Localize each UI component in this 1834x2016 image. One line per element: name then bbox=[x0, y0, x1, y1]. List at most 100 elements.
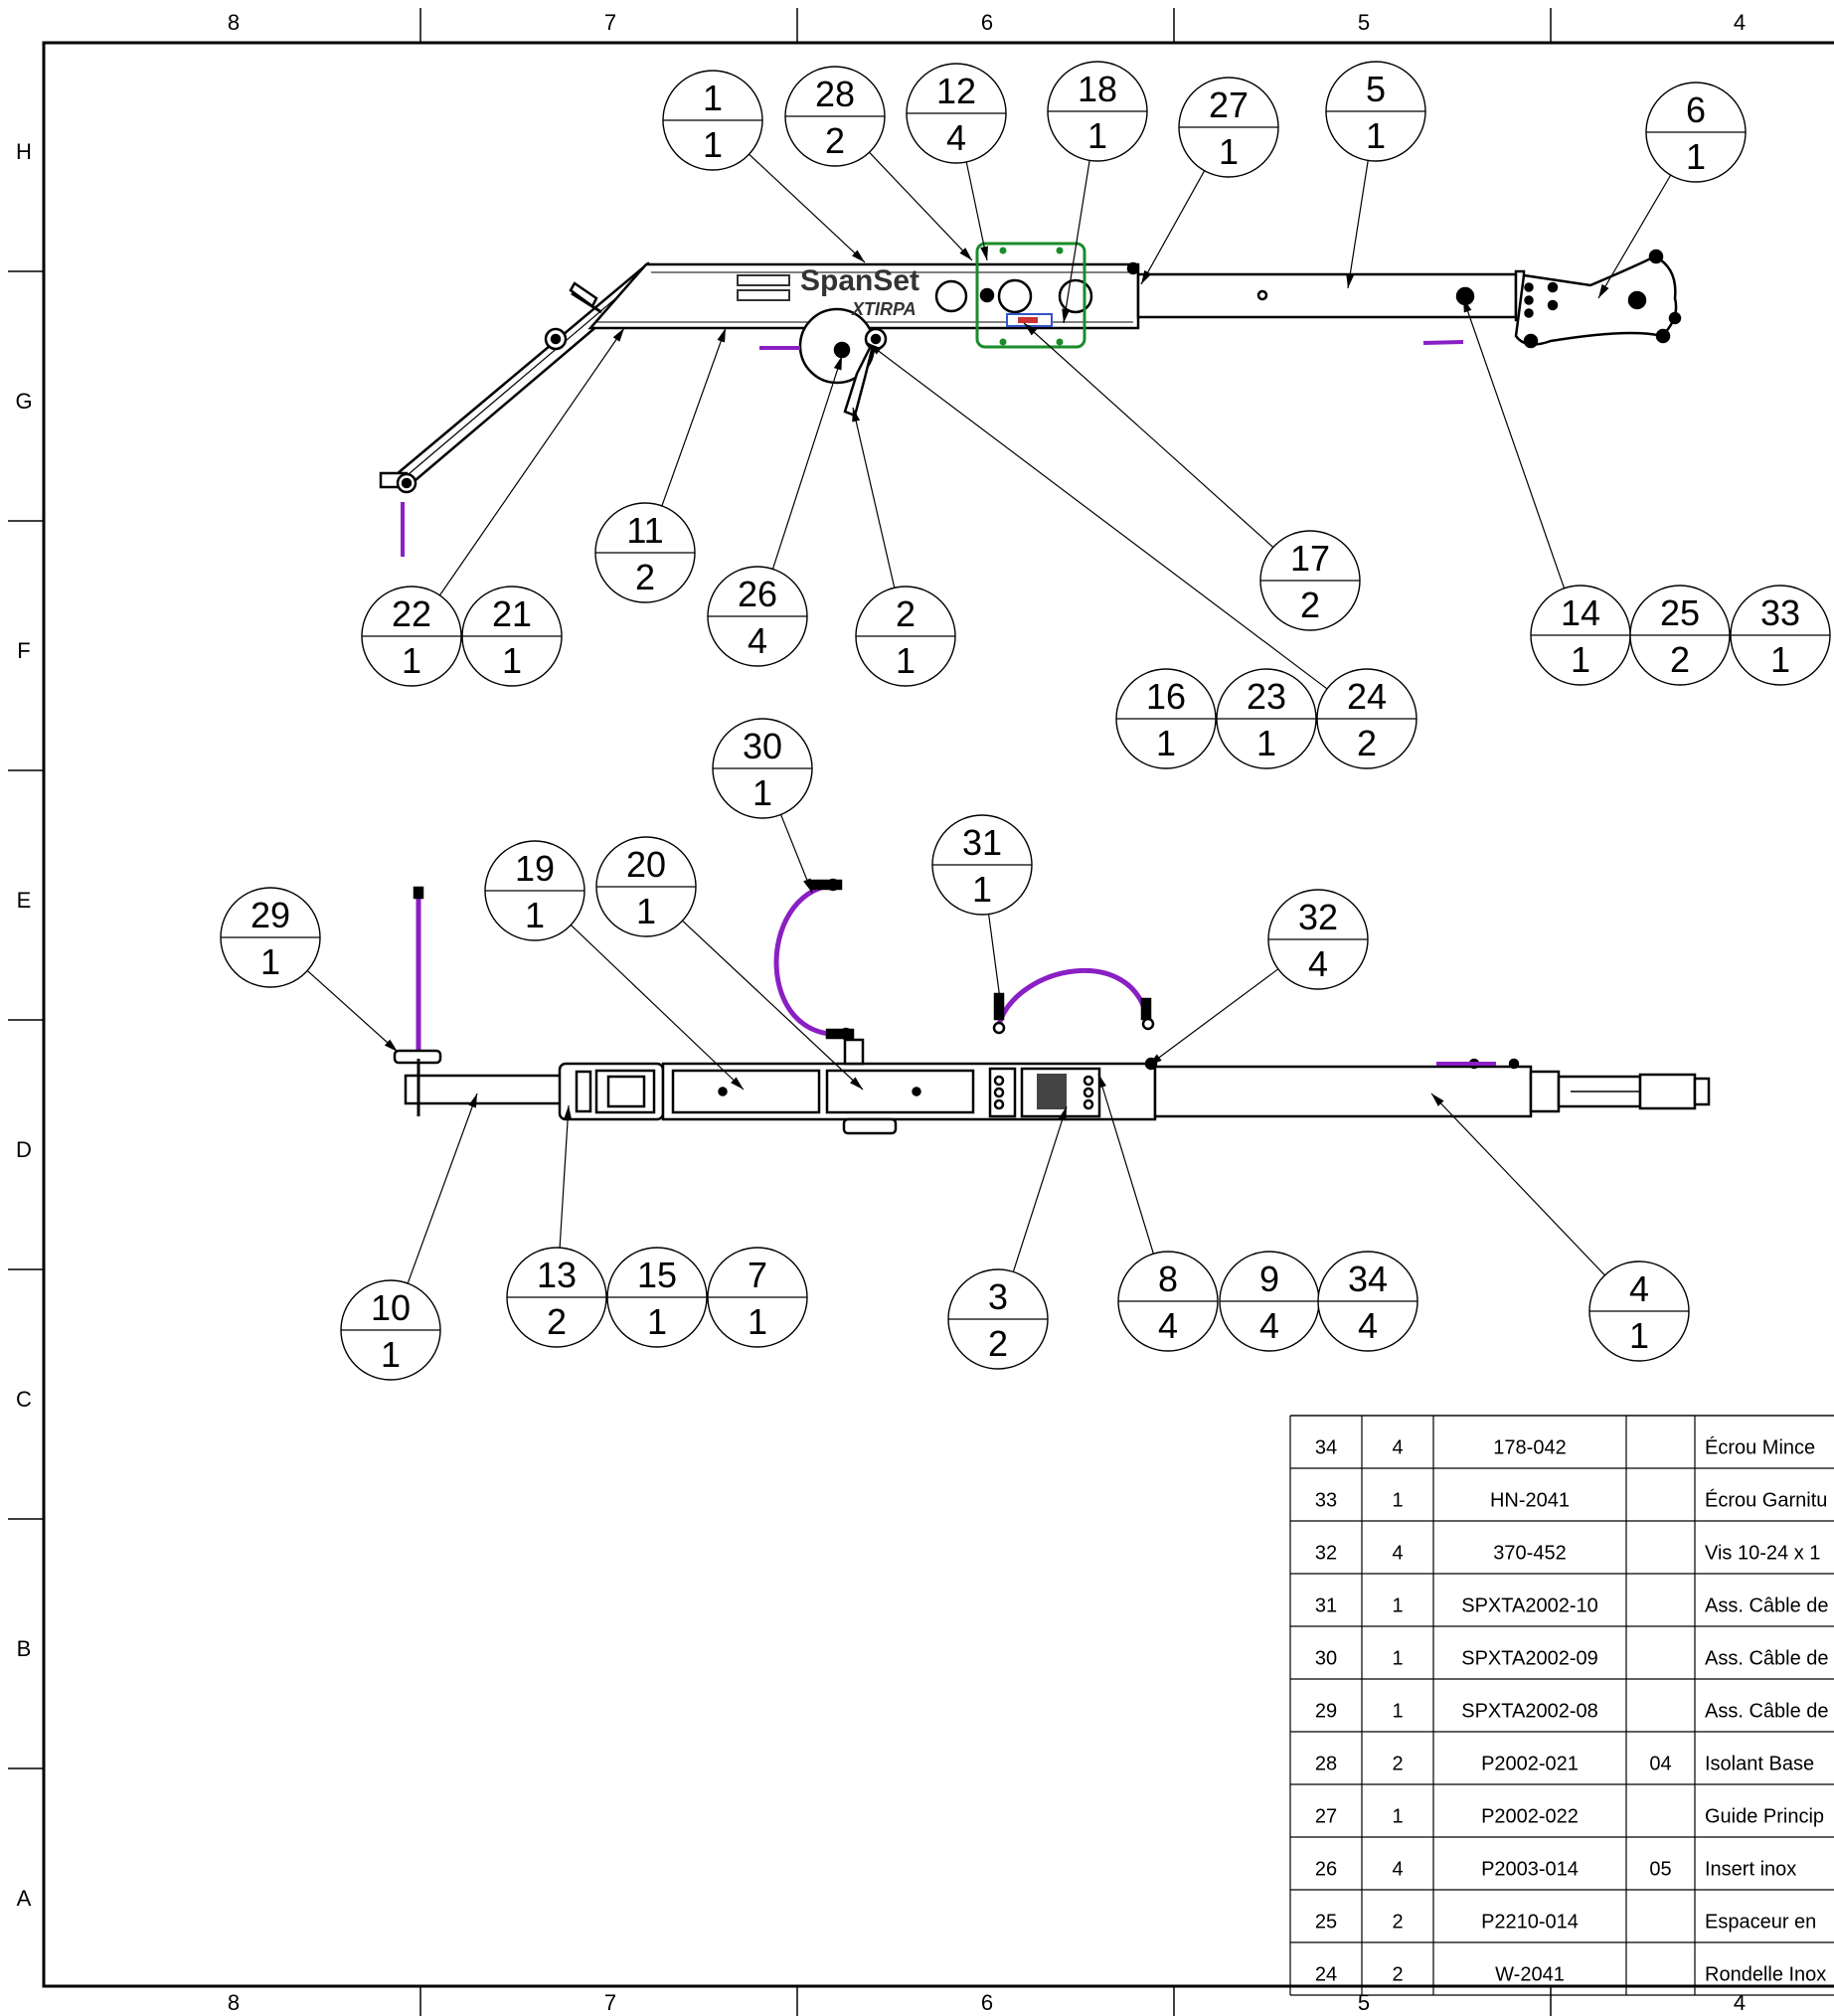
bom-description: Insert inox bbox=[1705, 1859, 1796, 1881]
balloon-quantity: 1 bbox=[636, 891, 656, 931]
balloon-item-7: 71 bbox=[707, 1247, 808, 1348]
balloon-item-number: 28 bbox=[815, 74, 855, 114]
balloon-quantity: 1 bbox=[1770, 639, 1790, 680]
balloon-item-number: 24 bbox=[1347, 676, 1387, 717]
bom-description: Vis 10-24 x 1 bbox=[1705, 1543, 1820, 1565]
balloon-item-number: 11 bbox=[626, 510, 663, 551]
top-view-assembly bbox=[379, 242, 1682, 557]
balloon-item-33: 331 bbox=[1730, 585, 1831, 686]
balloon-item-20: 201 bbox=[595, 836, 697, 937]
bom-item: 31 bbox=[1315, 1596, 1337, 1617]
balloon-item-number: 19 bbox=[515, 848, 555, 889]
balloon-item-number: 33 bbox=[1760, 592, 1800, 633]
cable-31 bbox=[996, 968, 1150, 1025]
bom-qty: 2 bbox=[1392, 1754, 1403, 1775]
balloon-item-14: 141 bbox=[1530, 585, 1631, 686]
balloon-item-31: 311 bbox=[931, 814, 1033, 916]
balloon-item-16: 161 bbox=[1115, 668, 1217, 769]
bom-part-number: 178-042 bbox=[1493, 1437, 1566, 1459]
bom-qty: 4 bbox=[1392, 1859, 1403, 1881]
balloon-item-25: 252 bbox=[1629, 585, 1731, 686]
main-beam bbox=[587, 262, 1140, 330]
balloon-quantity: 1 bbox=[402, 640, 421, 681]
zone-row-label: B bbox=[17, 1636, 32, 1661]
logo-mark-2 bbox=[737, 289, 790, 301]
balloon-quantity: 1 bbox=[972, 869, 992, 910]
bom-item: 30 bbox=[1315, 1648, 1337, 1670]
zone-col-label: 6 bbox=[981, 1990, 993, 2015]
balloon-quantity: 1 bbox=[1571, 639, 1590, 680]
balloon-item-4: 41 bbox=[1588, 1260, 1690, 1362]
balloon-quantity: 1 bbox=[1366, 115, 1386, 156]
balloon-item-number: 16 bbox=[1146, 676, 1186, 717]
balloon-quantity: 2 bbox=[1670, 639, 1690, 680]
bom-item: 32 bbox=[1315, 1543, 1337, 1565]
balloon-item-34: 344 bbox=[1317, 1251, 1418, 1352]
balloon-quantity: 1 bbox=[502, 640, 522, 681]
balloon-item-32: 324 bbox=[1267, 889, 1369, 990]
balloon-item-26: 264 bbox=[707, 566, 808, 667]
bom-description: Ass. Câble de bbox=[1705, 1596, 1829, 1617]
balloon-quantity: 2 bbox=[1300, 585, 1320, 625]
balloon-item-number: 22 bbox=[392, 593, 431, 634]
balloon-item-number: 6 bbox=[1686, 89, 1706, 130]
bom-item: 27 bbox=[1315, 1806, 1337, 1828]
zone-col-label: 8 bbox=[228, 1990, 240, 2015]
bom-part-number: P2210-014 bbox=[1481, 1912, 1579, 1933]
bom-qty: 1 bbox=[1392, 1806, 1403, 1828]
balloon-item-number: 26 bbox=[738, 574, 777, 614]
balloon-quantity: 4 bbox=[1259, 1305, 1279, 1346]
balloon-item-2: 21 bbox=[855, 586, 956, 687]
balloon-item-8: 84 bbox=[1117, 1251, 1219, 1352]
zone-row-label: G bbox=[15, 389, 32, 414]
drawing-border bbox=[42, 41, 1834, 1988]
logo-product: XTIRPA bbox=[851, 299, 917, 319]
balloon-item-21: 211 bbox=[461, 586, 563, 687]
balloon-quantity: 1 bbox=[1256, 723, 1276, 763]
bom-qty: 2 bbox=[1392, 1912, 1403, 1933]
balloon-item-22: 221 bbox=[361, 586, 462, 687]
left-handle bbox=[404, 1074, 572, 1105]
balloon-item-number: 2 bbox=[896, 593, 916, 634]
balloon-item-number: 23 bbox=[1247, 676, 1286, 717]
balloon-item-23: 231 bbox=[1216, 668, 1317, 769]
clamp-bracket bbox=[975, 242, 1086, 349]
balloon-item-10: 101 bbox=[340, 1279, 441, 1381]
bom-item: 28 bbox=[1315, 1754, 1337, 1775]
bom-qty: 4 bbox=[1392, 1437, 1403, 1459]
bom-part-number: W-2041 bbox=[1495, 1964, 1565, 1986]
logo-brand: SpanSet bbox=[800, 264, 919, 297]
balloon-item-19: 191 bbox=[484, 840, 585, 941]
zone-col-label: 8 bbox=[228, 10, 240, 35]
bom-description: Écrou Garnitu bbox=[1705, 1489, 1827, 1512]
balloon-item-29: 291 bbox=[220, 887, 321, 988]
balloon-quantity: 1 bbox=[1219, 131, 1239, 172]
balloon-quantity: 1 bbox=[703, 124, 723, 165]
balloon-quantity: 1 bbox=[381, 1334, 401, 1375]
balloon-quantity: 1 bbox=[647, 1301, 667, 1342]
balloon-quantity: 1 bbox=[752, 772, 772, 813]
balloon-item-number: 18 bbox=[1078, 69, 1117, 109]
balloon-item-9: 94 bbox=[1219, 1251, 1320, 1352]
balloon-item-number: 12 bbox=[936, 71, 976, 111]
balloon-quantity: 4 bbox=[748, 620, 767, 661]
balloon-quantity: 4 bbox=[1158, 1305, 1178, 1346]
balloon-item-number: 29 bbox=[250, 895, 290, 935]
balloon-quantity: 4 bbox=[946, 117, 966, 158]
bom-description: Isolant Base bbox=[1705, 1754, 1814, 1775]
bom-item: 33 bbox=[1315, 1490, 1337, 1512]
bom-item: 34 bbox=[1315, 1437, 1337, 1459]
balloon-item-number: 3 bbox=[988, 1276, 1008, 1317]
balloon-item-13: 132 bbox=[506, 1247, 607, 1348]
zone-col-label: 7 bbox=[604, 1990, 616, 2015]
bom-qty: 1 bbox=[1392, 1596, 1403, 1617]
